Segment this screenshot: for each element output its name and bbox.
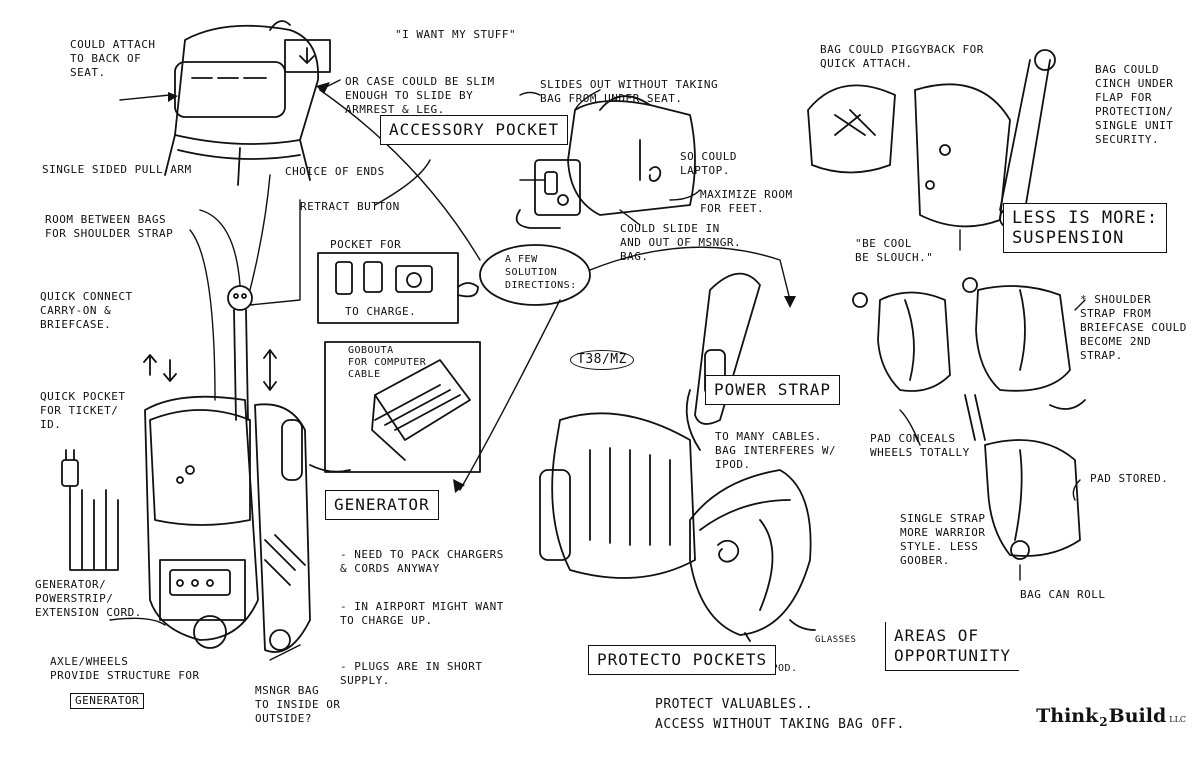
note-be-cool: "BE COOL BE SLOUCH." xyxy=(855,237,934,264)
carry-on-sketch xyxy=(143,285,311,653)
laptop-sketch xyxy=(309,341,481,473)
logo-llc: LLC xyxy=(1169,715,1186,724)
note-quick-pocket: QUICK POCKET FOR TICKET/ ID. xyxy=(40,390,126,431)
logo-think: Think xyxy=(1036,705,1099,727)
label-generator: GENERATOR xyxy=(325,490,439,520)
note-quick-connect: QUICK CONNECT CARRY-ON & BRIEFCASE. xyxy=(40,290,133,331)
rolling-bag-sketch xyxy=(964,394,1081,560)
note-gobouta: GOBOUTA FOR COMPUTER CABLE xyxy=(348,345,427,380)
solutions-bubble xyxy=(479,244,591,306)
device-pocket-panel xyxy=(317,252,479,324)
arrow-heads xyxy=(168,82,796,493)
piggyback-sketch xyxy=(807,49,1056,229)
note-single-pull-arm: SINGLE SIDED PULL ARM xyxy=(42,163,192,176)
header-quote: "I WANT MY STUFF" xyxy=(395,28,517,41)
label-protecto-pockets: PROTECTO POCKETS xyxy=(588,645,777,675)
note-glasses: GLASSES xyxy=(815,635,857,645)
suspension-sketch xyxy=(852,277,1086,410)
note-shoulder-strap: * SHOULDER STRAP FROM BRIEFCASE COULD BE… xyxy=(1080,293,1187,362)
note-ipod: IPOD. xyxy=(765,663,798,674)
label-power-strap: POWER STRAP xyxy=(705,375,840,405)
note-to-charge: TO CHARGE. xyxy=(345,305,417,318)
label-less-is-more: LESS IS MORE: SUSPENSION xyxy=(1003,203,1168,253)
note-maximize-room: MAXIMIZE ROOM FOR FEET. xyxy=(700,188,793,215)
note-too-many-cables: TO MANY CABLES. BAG INTERFERES W/ IPOD. xyxy=(715,430,837,471)
note-pocket-for: POCKET FOR xyxy=(330,238,402,251)
logo-two: 2 xyxy=(1099,715,1108,729)
note-retract-button: RETRACT BUTTON xyxy=(300,200,400,213)
note-cinch: BAG COULD CINCH UNDER FLAP FOR PROTECTIO… xyxy=(1095,63,1174,146)
label-accessory-pocket: ACCESSORY POCKET xyxy=(380,115,569,145)
note-pad-conceals: PAD CONCEALS WHEELS TOTALLY xyxy=(870,432,970,459)
note-single-strap: SINGLE STRAP MORE WARRIOR STYLE. LESS GO… xyxy=(900,512,986,567)
note-axle-wheels: AXLE/WHEELS PROVIDE STRUCTURE FOR xyxy=(50,655,200,682)
note-protect-valuables: PROTECT VALUABLES.. ACCESS WITHOUT TAKIN… xyxy=(655,697,905,732)
note-msngr-bag: MSNGR BAG TO INSIDE OR OUTSIDE? xyxy=(255,684,341,725)
note-room-between: ROOM BETWEEN BAGS FOR SHOULDER STRAP xyxy=(45,213,174,240)
logo-build: Build xyxy=(1108,705,1167,727)
note-so-laptop: SO COULD LAPTOP. xyxy=(680,150,737,177)
note-airport: - IN AIRPORT MIGHT WANT TO CHARGE UP. xyxy=(340,600,504,627)
note-need-pack: - NEED TO PACK CHARGERS & CORDS ANYWAY xyxy=(340,548,504,575)
airplane-seat-sketch xyxy=(164,20,331,186)
power-strap-sketch xyxy=(539,272,761,579)
note-pad-stored: PAD STORED. xyxy=(1090,472,1169,485)
note-slim-case: OR CASE COULD BE SLIM ENOUGH TO SLIDE BY… xyxy=(345,75,495,116)
note-bag-can-roll: BAG CAN ROLL xyxy=(1020,588,1106,601)
note-few-solutions: A FEW SOLUTION DIRECTIONS: xyxy=(505,254,577,291)
designer-signature: T38/MZ xyxy=(570,350,634,370)
note-piggyback: BAG COULD PIGGYBACK FOR QUICK ATTACH. xyxy=(820,43,984,70)
note-choice-of-ends: CHOICE OF ENDS xyxy=(285,165,385,178)
extension-cord-sketch xyxy=(61,449,119,571)
note-slide-in-out: COULD SLIDE IN AND OUT OF MSNGR. BAG. xyxy=(620,222,742,263)
note-slides-out: SLIDES OUT WITHOUT TAKING BAG FROM UNDER… xyxy=(540,78,719,105)
accessory-pocket-sketch xyxy=(515,95,696,229)
note-generator-strip: GENERATOR/ POWERSTRIP/ EXTENSION CORD. xyxy=(35,578,142,619)
note-axle-generator: GENERATOR xyxy=(70,693,145,709)
note-plugs-short: - PLUGS ARE IN SHORT SUPPLY. xyxy=(340,660,483,687)
protecto-pockets-sketch xyxy=(689,469,816,642)
note-attach-seat: COULD ATTACH TO BACK OF SEAT. xyxy=(70,38,156,79)
label-areas-of-opportunity: AREAS OF OPPORTUNITY xyxy=(885,622,1019,671)
